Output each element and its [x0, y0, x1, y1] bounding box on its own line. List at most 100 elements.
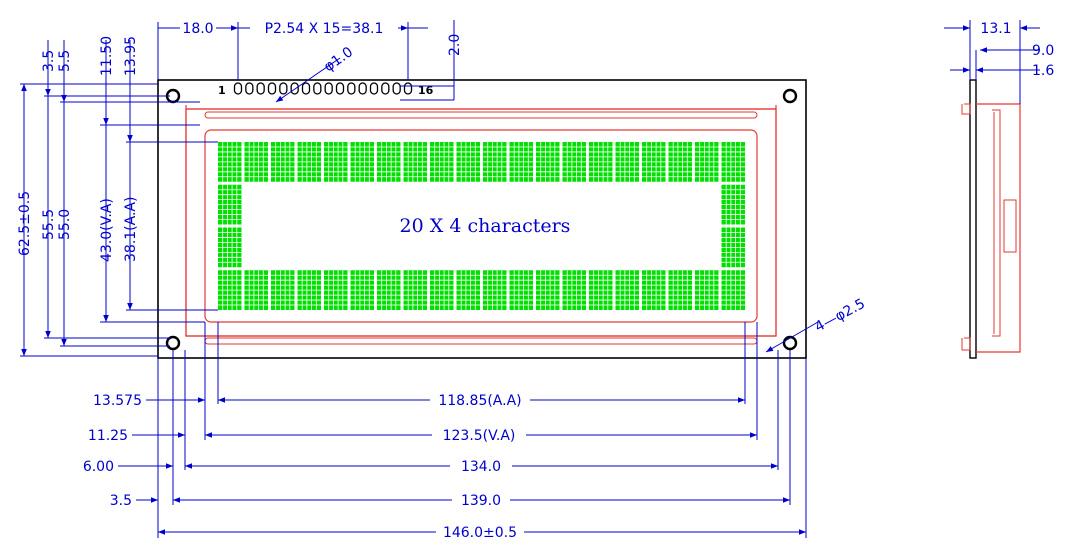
char-cell: [297, 142, 321, 182]
char-cell: [509, 270, 533, 310]
dim-aa-height: 38.1(A.A): [123, 197, 139, 262]
char-cell: [589, 270, 613, 310]
viewing-area: [204, 129, 758, 323]
dim-1-6: 1.6: [1032, 63, 1054, 79]
pin-13: [369, 82, 379, 95]
char-cell: [297, 270, 321, 310]
side-glass: [992, 109, 1001, 337]
pin-7: [301, 82, 311, 95]
char-cell: [536, 270, 560, 310]
pin-16: [403, 82, 413, 95]
char-cell: [721, 227, 745, 268]
dim-outline-width: 146.0±0.5: [443, 525, 517, 541]
dim-va-width: 123.5(V.A): [443, 428, 516, 444]
dim-139-0: 139.0: [461, 493, 501, 509]
dim-134-0: 134.0: [461, 459, 501, 475]
dim-13-95: 13.95: [123, 36, 139, 76]
char-cell: [509, 142, 533, 182]
pin-16-label: 16: [418, 84, 434, 97]
connector-pins: [233, 82, 413, 95]
char-cell: [324, 142, 348, 182]
bottom-dimensions: [118, 321, 819, 538]
char-cell: [244, 142, 268, 182]
pin-2: [245, 82, 254, 95]
char-cell: [483, 142, 507, 182]
dim-11-50: 11.50: [99, 36, 115, 76]
char-cell: [403, 270, 427, 310]
dim-outline-height: 62.5±0.5: [17, 191, 33, 256]
dim-9-0: 9.0: [1032, 43, 1054, 59]
char-cell: [642, 270, 666, 310]
char-cell: [350, 142, 374, 182]
display-caption: 20 X 4 characters: [400, 215, 571, 237]
char-cell: [589, 142, 613, 182]
pin-4: [267, 82, 277, 95]
char-cell: [377, 142, 401, 182]
pin-10: [335, 82, 345, 95]
bezel-frame: [185, 108, 777, 337]
dim-6-00: 6.00: [83, 459, 114, 475]
character-cells: [218, 142, 745, 310]
dim-3-5: 3.5: [41, 50, 57, 72]
dim-13-575: 13.575: [93, 393, 142, 409]
bottom-strip: [204, 337, 758, 345]
pin-8: [313, 82, 322, 95]
module-front-view: 1 16 20 X 4 characters: [157, 79, 807, 359]
char-cell: [218, 142, 242, 182]
char-cell: [562, 270, 586, 310]
left-dimension-text: 3.5 5.5 11.50 13.95 62.5±0.5 55.5 55.0 4…: [17, 36, 139, 262]
char-cell: [244, 270, 268, 310]
pin-9: [324, 82, 333, 95]
side-dimensions: [944, 20, 1040, 104]
dim-pin-offset: 18.0: [182, 21, 213, 37]
pin-6: [290, 82, 299, 95]
pcb-outline: [157, 79, 807, 359]
pin-1-label: 1: [218, 84, 226, 97]
side-dimension-text: 13.1 9.0 1.6: [980, 21, 1054, 79]
pin-15: [392, 82, 401, 95]
char-cell: [430, 270, 454, 310]
char-cell: [430, 142, 454, 182]
char-cell: [350, 270, 374, 310]
pin-3: [256, 82, 265, 95]
pin-5: [279, 82, 288, 95]
char-cell: [218, 184, 242, 225]
dim-55-0: 55.0: [57, 209, 73, 240]
pin-14: [381, 82, 390, 95]
side-pcb: [969, 79, 977, 359]
pin-11: [347, 82, 356, 95]
dim-3-5-bottom: 3.5: [110, 493, 132, 509]
char-cell: [721, 184, 745, 225]
dim-pin-height: 2.0: [447, 34, 463, 56]
char-cell: [456, 142, 480, 182]
left-dimensions: [20, 40, 218, 357]
char-cell: [695, 270, 719, 310]
char-cell: [695, 142, 719, 182]
char-cell: [536, 142, 560, 182]
dim-aa-width: 118.85(A.A): [438, 393, 521, 409]
char-cell: [721, 270, 745, 310]
side-connector: [1003, 199, 1017, 253]
char-cell: [218, 270, 242, 310]
dim-5-5: 5.5: [57, 50, 73, 72]
char-cell: [668, 270, 692, 310]
char-cell: [403, 142, 427, 182]
char-cell: [271, 142, 295, 182]
bottom-dimension-text: 13.575 118.85(A.A) 11.25 123.5(V.A) 6.00…: [83, 296, 868, 541]
dim-55-5: 55.5: [41, 209, 57, 240]
char-cell: [324, 270, 348, 310]
pin-12: [358, 82, 367, 95]
top-dimensions: [157, 20, 455, 103]
char-cell: [668, 142, 692, 182]
side-bezel: [976, 103, 1021, 353]
char-cell: [615, 142, 639, 182]
dim-11-25: 11.25: [88, 428, 128, 444]
module-side-view: [961, 79, 1021, 359]
dim-pin-pitch: P2.54 X 15=38.1: [265, 21, 384, 37]
dim-pin-diameter: φ1.0: [321, 44, 356, 75]
top-dimension-text: 18.0 P2.54 X 15=38.1 2.0 φ1.0: [182, 21, 463, 75]
dim-hole-diameter: 4—φ2.5: [812, 296, 868, 336]
top-strip: [204, 111, 758, 119]
char-cell: [377, 270, 401, 310]
